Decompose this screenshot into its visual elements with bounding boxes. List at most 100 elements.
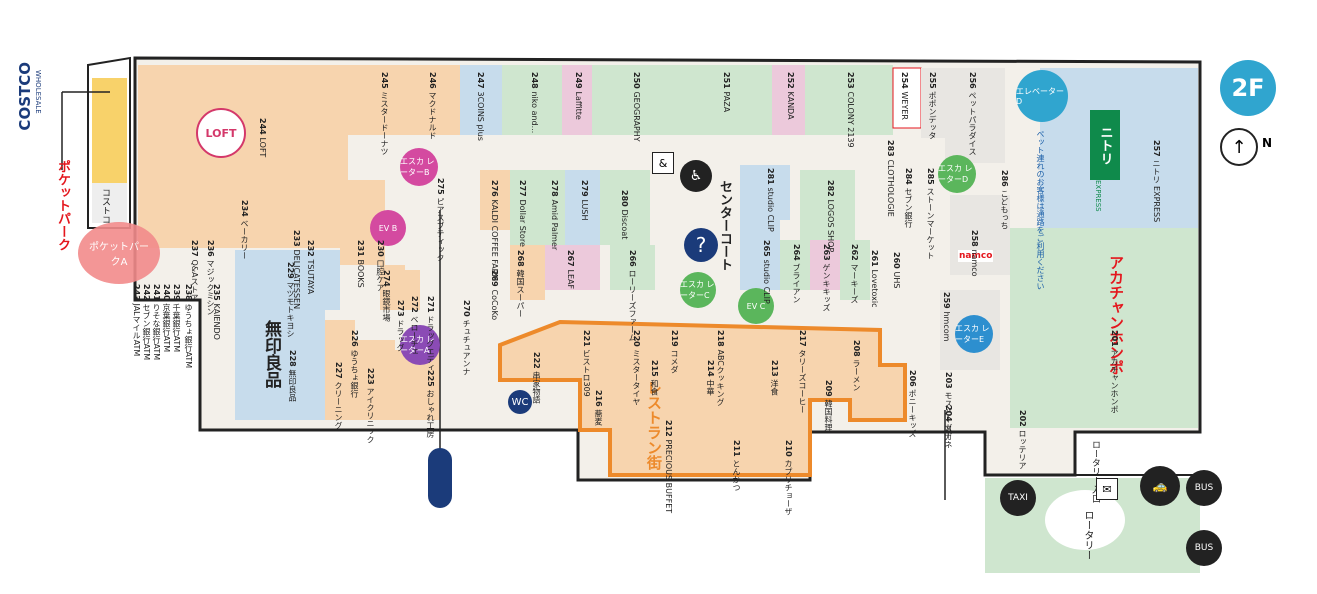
store-281[interactable]: 281 studio CLIP — [766, 168, 775, 232]
escalator-d[interactable]: エスカ レーターD — [938, 155, 976, 193]
store-260[interactable]: 260 UHS — [892, 252, 901, 288]
bus-stop-icon: BUS — [1186, 470, 1222, 506]
store-220[interactable]: 220 ミスタータイヤ — [632, 330, 641, 405]
store-number: 209 — [824, 380, 833, 400]
store-282[interactable]: 282 LOGOS SHOP — [826, 180, 835, 252]
elevator-b[interactable]: EV B — [370, 210, 406, 246]
store-213[interactable]: 213 洋食 — [770, 360, 779, 395]
escalator-b-label: エスカ レーターB — [400, 157, 435, 177]
store-203[interactable]: 203 モスバーガー — [944, 372, 953, 439]
store-name: 京葉銀行ATM — [162, 303, 171, 353]
store-265[interactable]: 265 studio CLIP — [762, 240, 771, 304]
store-251[interactable]: 251 PAZA — [722, 72, 731, 112]
store-231[interactable]: 231 BOOKS — [356, 240, 365, 288]
store-270[interactable]: 270 チュチュアンナ — [462, 300, 471, 375]
store-258[interactable]: 258 namco — [970, 230, 979, 277]
store-225[interactable]: 225 おしゃれ工房 — [426, 370, 435, 437]
store-267[interactable]: 267 LEAF — [566, 250, 575, 289]
store-226[interactable]: 226 ゆうちょ銀行 — [350, 330, 359, 397]
store-219[interactable]: 219 コメダ — [670, 330, 679, 373]
store-218[interactable]: 218 ABCクッキング — [716, 330, 725, 406]
store-255[interactable]: 255 ポポンデッタ — [928, 72, 937, 139]
store-274[interactable]: 274 眼鏡市場 — [382, 270, 391, 321]
shop-262 — [840, 240, 870, 300]
store-250[interactable]: 250 GEOGRAPHY — [632, 72, 641, 142]
store-245[interactable]: 245 ミスタードーナツ — [380, 72, 389, 155]
store-215[interactable]: 215 和食 — [650, 360, 659, 395]
store-217[interactable]: 217 タリーズコーヒー — [798, 330, 807, 413]
store-248[interactable]: 248 niko and... — [530, 72, 539, 133]
store-284[interactable]: 284 セブン銀行 — [904, 168, 913, 227]
store-278[interactable]: 278 Amid Palmer — [550, 180, 559, 250]
store-280[interactable]: 280 Discoat — [620, 190, 629, 239]
store-232[interactable]: 232 TSUTAYA — [306, 240, 315, 294]
store-number: 219 — [670, 330, 679, 350]
store-216[interactable]: 216 蕎麦 — [594, 390, 603, 425]
store-201[interactable]: 201 アカチャンホンポ — [1110, 330, 1119, 413]
store-234[interactable]: 234 ベーカリー — [240, 200, 249, 259]
store-264[interactable]: 264 ブライアン — [792, 244, 801, 303]
store-249[interactable]: 249 Laffitte — [574, 72, 583, 120]
store-221[interactable]: 221 ビストロ309 — [582, 330, 591, 397]
store-239[interactable]: 239 千葉銀行ATM — [172, 284, 181, 352]
store-204[interactable]: 204 メガネ — [944, 405, 953, 448]
store-237[interactable]: 237 Q&Aストア — [190, 240, 199, 302]
store-268[interactable]: 268 韓国スーパー — [516, 250, 525, 317]
store-269[interactable]: 269 CoCoKo — [490, 270, 499, 320]
store-272[interactable]: 272 ベローチェ — [410, 296, 419, 355]
store-243[interactable]: 243 JALマイルATM — [132, 284, 141, 356]
escalator-c[interactable]: エスカ レーターC — [680, 272, 716, 308]
store-254[interactable]: 254 WEYER — [900, 72, 909, 120]
store-222[interactable]: 222 串家物語 — [532, 352, 541, 403]
store-240[interactable]: 240 京葉銀行ATM — [162, 284, 171, 353]
store-209[interactable]: 209 韓国料理 — [824, 380, 833, 431]
store-208[interactable]: 208 ラーメン — [852, 340, 861, 391]
store-212[interactable]: 212 PRECIOUS BUFFET — [664, 420, 673, 513]
store-262[interactable]: 262 マーキーズ — [850, 244, 859, 303]
store-266[interactable]: 266 ローリーズファーム — [628, 250, 637, 341]
store-257[interactable]: 257 ニトリ EXPRESS — [1152, 140, 1161, 222]
store-247[interactable]: 247 3COINS plus — [476, 72, 485, 141]
pocket-park-a-marker[interactable]: ポケットパークA — [78, 222, 160, 284]
store-228[interactable]: 228 無印良品 — [288, 350, 297, 401]
escalator-e[interactable]: エスカ レーターE — [955, 315, 993, 353]
info-icon[interactable]: ? — [684, 228, 718, 262]
store-236[interactable]: 236 マジックミシン — [206, 240, 215, 315]
escalator-b[interactable]: エスカ レーターB — [400, 148, 438, 186]
store-286[interactable]: 286 こどもっち — [1000, 170, 1009, 229]
store-275[interactable]: 275 ピアスブティック — [436, 178, 445, 261]
store-253[interactable]: 253 COLONY 2139 — [846, 72, 855, 148]
store-256[interactable]: 256 ペットパラダイス — [968, 72, 977, 155]
store-214[interactable]: 214 中華 — [706, 360, 715, 395]
store-263[interactable]: 263 ゲンキキッズ — [822, 244, 831, 311]
store-273[interactable]: 273 ドラッグ — [396, 300, 405, 351]
store-238[interactable]: 238 ゆうちょ銀行ATM — [184, 284, 193, 368]
store-277[interactable]: 277 Dollar Store — [518, 180, 527, 247]
store-252[interactable]: 252 KANDA — [786, 72, 795, 120]
store-206[interactable]: 206 ポニーキッズ — [908, 370, 917, 437]
store-211[interactable]: 211 とんかつ — [732, 440, 741, 491]
store-241[interactable]: 241 りそな銀行ATM — [152, 284, 161, 360]
elevator-c[interactable]: EV C — [738, 288, 774, 324]
store-259[interactable]: 259 hmcom — [942, 292, 951, 341]
store-261[interactable]: 261 Lovetoxic — [870, 250, 879, 308]
store-285[interactable]: 285 ストーンマーケット — [926, 168, 935, 259]
store-244[interactable]: 244 LOFT — [258, 118, 267, 157]
store-202[interactable]: 202 ロッテリア — [1018, 410, 1027, 469]
elevator-d[interactable]: エレベーターD — [1016, 70, 1068, 122]
store-276[interactable]: 276 KALDI COFFEE FARM — [490, 180, 499, 281]
store-271[interactable]: 271 ドラッグエディ — [426, 296, 435, 371]
store-235[interactable]: 235 KAIENDO — [212, 284, 221, 340]
store-223[interactable]: 223 アイクリニック — [366, 368, 375, 443]
store-283[interactable]: 283 CLOTHOLOGIE — [886, 140, 895, 217]
escalator-a[interactable]: エスカ レーターA — [400, 325, 440, 365]
store-230[interactable]: 230 口腔ケア — [376, 240, 385, 291]
store-229[interactable]: 229 マツモトキヨシ — [286, 262, 295, 337]
store-233[interactable]: 233 DELICATESSEN — [292, 230, 301, 309]
store-227[interactable]: 227 クリーニング — [334, 362, 343, 429]
store-242[interactable]: 242 セブン銀行ATM — [142, 284, 151, 360]
store-279[interactable]: 279 LUSH — [580, 180, 589, 221]
store-246[interactable]: 246 マクドナルド — [428, 72, 437, 139]
store-210[interactable]: 210 カプリチョーザ — [784, 440, 793, 515]
